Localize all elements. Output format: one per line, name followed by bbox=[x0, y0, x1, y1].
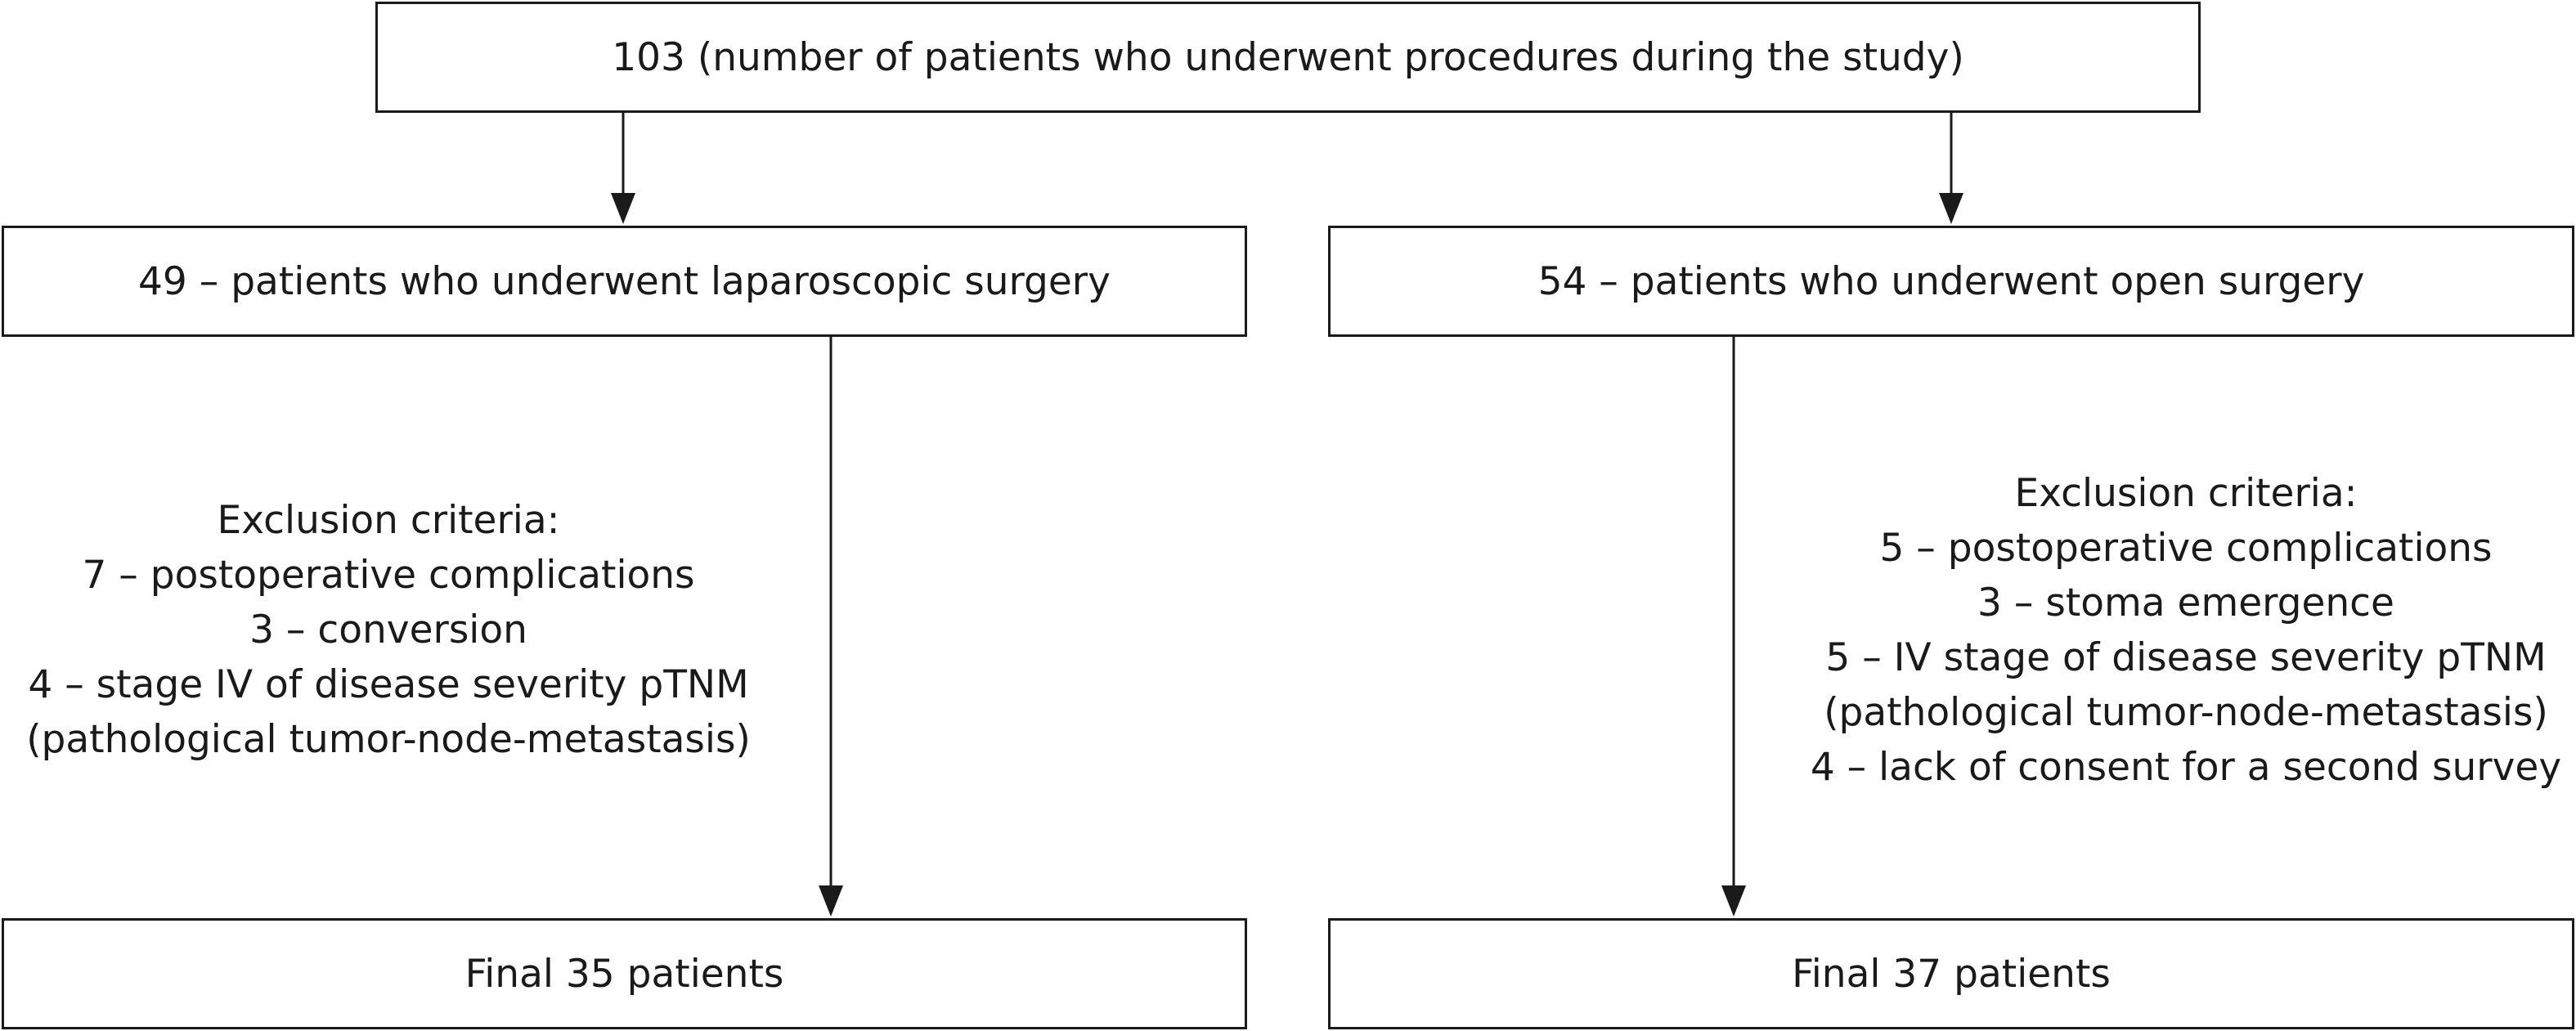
laparoscopic-surgery-text: 49 – patients who underwent laparoscopic… bbox=[138, 258, 1111, 304]
total-patients-box: 103 (number of patients who underwent pr… bbox=[375, 2, 2201, 113]
arrowhead-top-to-open bbox=[1939, 193, 1963, 224]
arrowhead-open-to-final bbox=[1721, 885, 1746, 917]
exclusion-line: (pathological tumor-node-metastasis) bbox=[26, 717, 751, 762]
exclusion-line: 4 – stage IV of disease severity pTNM bbox=[28, 662, 749, 707]
arrowhead-laparoscopic-to-final bbox=[819, 885, 843, 917]
exclusion-line: 3 – conversion bbox=[249, 607, 527, 652]
total-patients-text: 103 (number of patients who underwent pr… bbox=[612, 34, 1964, 80]
exclusion-line: 5 – IV stage of disease severity pTNM bbox=[1825, 635, 2547, 680]
exclusion-line: 7 – postoperative complications bbox=[82, 553, 695, 598]
final-open-text: Final 37 patients bbox=[1792, 951, 2111, 997]
exclusion-heading: Exclusion criteria: bbox=[2014, 471, 2358, 516]
exclusion-line: 3 – stoma emergence bbox=[1977, 580, 2394, 625]
final-open-box: Final 37 patients bbox=[1328, 918, 2574, 1029]
exclusion-line: 5 – postoperative complications bbox=[1879, 526, 2493, 571]
open-surgery-box: 54 – patients who underwent open surgery bbox=[1328, 226, 2574, 337]
exclusion-heading: Exclusion criteria: bbox=[217, 498, 560, 543]
exclusion-criteria-open: Exclusion criteria: 5 – postoperative co… bbox=[1811, 466, 2561, 795]
open-surgery-text: 54 – patients who underwent open surgery bbox=[1537, 258, 2365, 304]
arrowhead-top-to-laparoscopic bbox=[611, 193, 635, 224]
exclusion-line: 4 – lack of consent for a second survey bbox=[1810, 745, 2562, 790]
final-laparoscopic-box: Final 35 patients bbox=[2, 918, 1247, 1029]
final-laparoscopic-text: Final 35 patients bbox=[464, 951, 784, 997]
exclusion-criteria-laparoscopic: Exclusion criteria: 7 – postoperative co… bbox=[26, 493, 751, 767]
laparoscopic-surgery-box: 49 – patients who underwent laparoscopic… bbox=[2, 226, 1247, 337]
exclusion-line: (pathological tumor-node-metastasis) bbox=[1824, 690, 2548, 735]
